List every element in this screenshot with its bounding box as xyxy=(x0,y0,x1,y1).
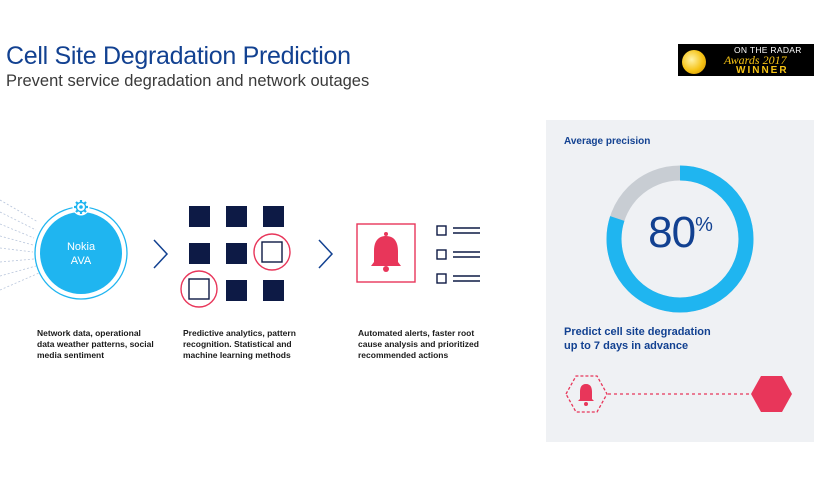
caption-step-3-line-3: recommended actions xyxy=(358,350,448,360)
hexagon-icon xyxy=(565,375,608,413)
checklist-icon xyxy=(436,225,480,284)
chevron-right-icon xyxy=(153,239,169,269)
nokia-ava-circle xyxy=(40,212,122,294)
outlined-square-icon xyxy=(188,278,210,300)
caption-step-1-line-2: data weather patterns, social xyxy=(37,339,154,349)
panel-description-line-2: up to 7 days in advance xyxy=(564,340,689,352)
gear-icon xyxy=(72,198,90,216)
grid-square xyxy=(189,206,210,227)
page-title: Cell Site Degradation Prediction xyxy=(6,42,351,70)
highlight-ring-icon xyxy=(180,270,218,308)
grid-square xyxy=(263,280,284,301)
award-badge: ON THE RADAR Awards 2017 WINNER xyxy=(678,44,814,76)
grid-square xyxy=(263,206,284,227)
grid-square xyxy=(226,206,247,227)
alert-tile xyxy=(356,223,416,283)
caption-step-3-line-1: Automated alerts, faster root xyxy=(358,328,474,338)
precision-unit: % xyxy=(695,214,713,236)
panel-description: Predict cell site degradation up to 7 da… xyxy=(564,325,764,353)
data-input-rays xyxy=(0,199,40,291)
badge-line-2: Awards 2017 xyxy=(724,53,787,67)
caption-step-3-line-2: cause analysis and prioritized xyxy=(358,339,479,349)
highlight-ring-icon xyxy=(253,233,291,271)
bell-icon xyxy=(578,384,594,406)
analytics-grid xyxy=(189,206,284,301)
grid-square xyxy=(226,243,247,264)
nokia-ava-label-1: Nokia xyxy=(67,241,96,253)
grid-square xyxy=(189,243,210,264)
nokia-ava-label-2: AVA xyxy=(71,255,92,267)
precision-value: 80% xyxy=(600,208,760,258)
caption-step-1-line-3: media sentiment xyxy=(37,350,104,360)
bell-icon xyxy=(371,232,401,272)
panel-description-line-1: Predict cell site degradation xyxy=(564,326,711,338)
outlined-square-icon xyxy=(261,241,283,263)
caption-step-2-line-2: recognition. Statistical and xyxy=(183,339,292,349)
badge-line-3: WINNER xyxy=(736,65,789,76)
panel-label: Average precision xyxy=(564,136,651,147)
caption-step-1-line-1: Network data, operational xyxy=(37,328,141,338)
chevron-right-icon xyxy=(318,239,334,269)
badge-line-1: ON THE RADAR xyxy=(734,45,802,55)
hexagon-icon xyxy=(751,376,792,412)
caption-step-2-line-1: Predictive analytics, pattern xyxy=(183,328,296,338)
precision-number: 80 xyxy=(648,208,696,257)
grid-square xyxy=(226,280,247,301)
sun-logo-icon xyxy=(682,50,706,74)
caption-step-2-line-3: machine learning methods xyxy=(183,350,291,360)
page-subtitle: Prevent service degradation and network … xyxy=(6,72,370,90)
donut-precision-arc xyxy=(606,165,754,313)
